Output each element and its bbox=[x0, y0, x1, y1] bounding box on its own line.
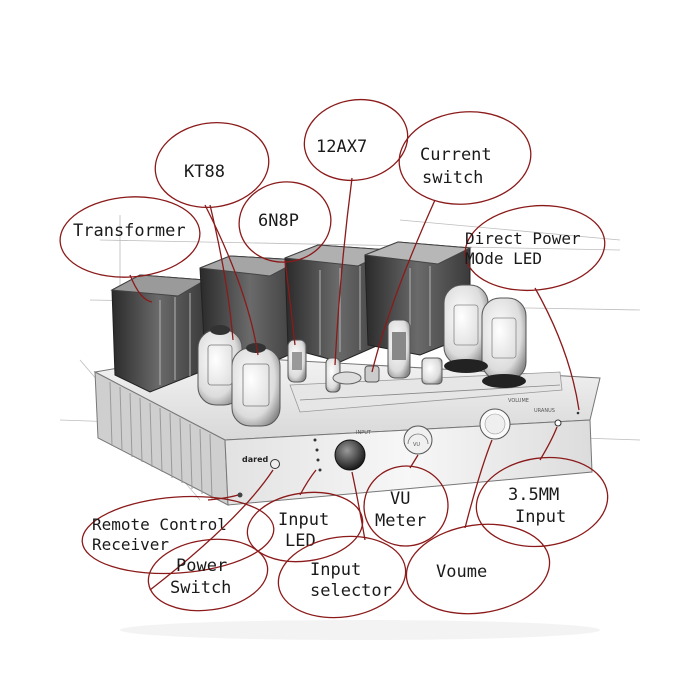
svg-text:VU: VU bbox=[413, 442, 420, 448]
remote-receiver-dot bbox=[237, 492, 243, 498]
label-input-2: Input bbox=[310, 560, 361, 580]
vacuum-tubes bbox=[197, 284, 527, 427]
label-remote-control: Remote Control bbox=[92, 515, 227, 534]
floor-reflection bbox=[120, 620, 600, 640]
annotations: KT88 12AX7 Current switch Transformer 6N… bbox=[59, 98, 609, 619]
mm-input-jack bbox=[554, 419, 562, 427]
label-receiver: Receiver bbox=[92, 535, 169, 554]
label-mode-led: MOde LED bbox=[465, 249, 542, 268]
label-12ax7: 12AX7 bbox=[316, 137, 367, 157]
front-panel: dared INPUT VU VOLUME URANUS bbox=[237, 398, 580, 498]
label-6n8p: 6N8P bbox=[258, 211, 299, 231]
label-switch: switch bbox=[422, 168, 483, 188]
label-transformer: Transformer bbox=[73, 221, 186, 241]
label-vu: VU bbox=[390, 489, 410, 509]
label-kt88: KT88 bbox=[184, 162, 225, 182]
label-switch-2: Switch bbox=[170, 578, 231, 598]
label-volume: Voume bbox=[436, 562, 487, 582]
label-3-5mm: 3.5MM bbox=[508, 485, 559, 505]
label-input-jack: Input bbox=[515, 507, 566, 527]
svg-text:URANUS: URANUS bbox=[534, 408, 555, 414]
direct-power-led bbox=[576, 411, 580, 415]
svg-text:INPUT: INPUT bbox=[356, 430, 372, 436]
label-current: Current bbox=[420, 145, 492, 165]
label-input: Input bbox=[278, 510, 329, 530]
svg-text:VOLUME: VOLUME bbox=[508, 398, 529, 404]
label-selector: selector bbox=[310, 581, 392, 601]
power-switch[interactable] bbox=[270, 459, 280, 469]
vu-meter-dial bbox=[403, 425, 433, 455]
label-meter: Meter bbox=[375, 511, 426, 531]
label-direct-power: Direct Power bbox=[465, 229, 581, 248]
brand-logo: dared bbox=[242, 455, 268, 464]
label-led: LED bbox=[285, 531, 316, 551]
input-selector-knob[interactable] bbox=[334, 439, 366, 471]
label-power: Power bbox=[176, 556, 227, 576]
